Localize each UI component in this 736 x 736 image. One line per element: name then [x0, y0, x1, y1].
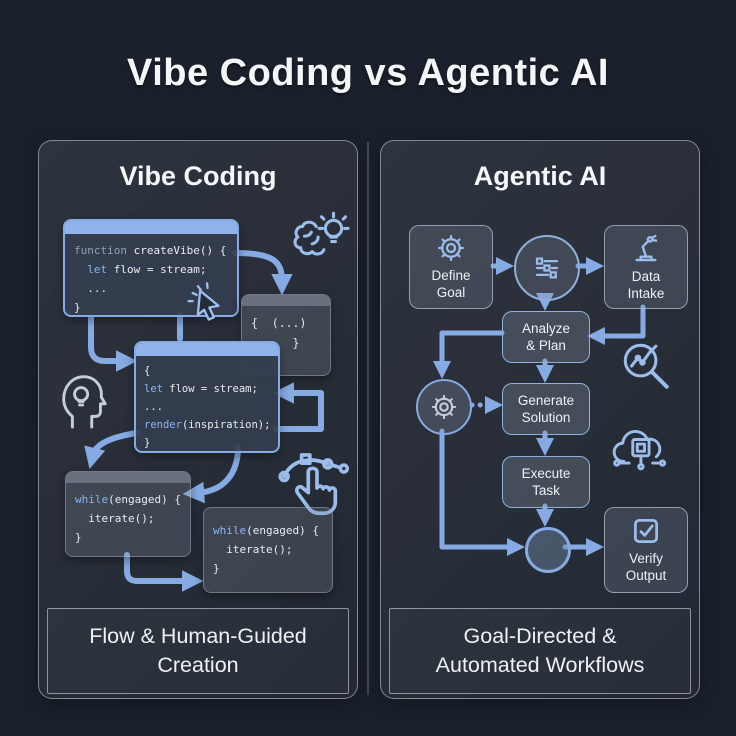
code-titlebar	[242, 295, 330, 306]
code-line: while(engaged) {	[75, 491, 181, 510]
code-token: createVibe() {	[126, 244, 227, 257]
code-line: }	[144, 437, 151, 450]
code-line: }	[74, 300, 81, 314]
node-label: Analyze& Plan	[521, 320, 571, 353]
vibe-coding-panel: Vibe Coding function createVibe() { let …	[38, 140, 358, 699]
code-block-while-1: while(engaged) { iterate(); }	[65, 471, 191, 557]
code-line: ...	[144, 401, 163, 414]
left-caption-line1: Flow & Human-Guided	[89, 623, 307, 648]
code-line: while(engaged) {	[213, 522, 323, 541]
node-analyze-plan: Analyze& Plan	[502, 311, 590, 363]
sliders-icon	[532, 253, 562, 283]
gear-icon	[430, 393, 458, 421]
robot-arm-icon	[630, 232, 662, 264]
code-block-while-2: while(engaged) { iterate(); }	[203, 507, 333, 593]
code-titlebar	[66, 472, 190, 483]
right-caption-line2: Automated Workflows	[435, 653, 645, 677]
code-block-render-inspiration: { let flow = stream; ... render(inspirat…	[134, 341, 280, 453]
code-line: { (...)	[251, 316, 307, 330]
code-token: while	[75, 493, 109, 506]
node-automation-gear	[416, 379, 472, 435]
right-panel-heading: Agentic AI	[473, 161, 607, 191]
node-orchestrator-hub	[514, 235, 580, 301]
cursor-click-icon	[184, 277, 230, 323]
gear-icon	[436, 233, 466, 263]
code-token: while	[213, 524, 247, 537]
page-title: Vibe Coding vs Agentic AI	[127, 52, 609, 94]
code-titlebar	[65, 221, 237, 234]
code-token: flow = stream;	[107, 262, 207, 276]
code-line: iterate();	[75, 511, 155, 525]
right-caption: Goal-Directed & Automated Workflows	[389, 608, 691, 694]
code-token: let	[144, 383, 163, 396]
code-token: (engaged) {	[108, 493, 181, 506]
brain-idea-icon	[285, 211, 355, 269]
head-idea-icon	[55, 365, 113, 431]
code-line: render(inspiration);	[144, 416, 270, 434]
code-token: flow = stream;	[162, 383, 258, 396]
code-line: function createVibe() {	[74, 242, 228, 261]
panel-divider	[367, 142, 369, 695]
code-line: let flow = stream;	[74, 261, 228, 280]
pen-tool-hand-icon	[275, 449, 353, 527]
code-line: let flow = stream;	[144, 380, 270, 398]
code-token: let	[87, 262, 108, 276]
left-panel-heading: Vibe Coding	[119, 161, 277, 191]
code-titlebar	[136, 343, 278, 356]
left-caption: Flow & Human-Guided Creation	[47, 608, 349, 694]
right-caption-line1: Goal-Directed &	[463, 623, 617, 648]
left-caption-line2: Creation	[157, 653, 239, 677]
code-token: render	[144, 419, 182, 432]
code-line: }	[292, 335, 300, 350]
code-line: {	[144, 365, 151, 377]
code-line: iterate();	[213, 542, 293, 556]
cloud-chip-icon	[607, 425, 673, 483]
code-token	[74, 263, 87, 276]
node-junction	[525, 527, 571, 573]
code-line: }	[75, 530, 82, 544]
code-line: }	[213, 561, 220, 575]
code-token: (engaged) {	[246, 524, 319, 537]
code-token: (inspiration);	[181, 419, 271, 432]
checkbox-check-icon	[631, 516, 661, 546]
code-token: function	[74, 244, 127, 257]
code-line: ...	[74, 281, 108, 295]
magnifier-chart-icon	[619, 339, 673, 393]
